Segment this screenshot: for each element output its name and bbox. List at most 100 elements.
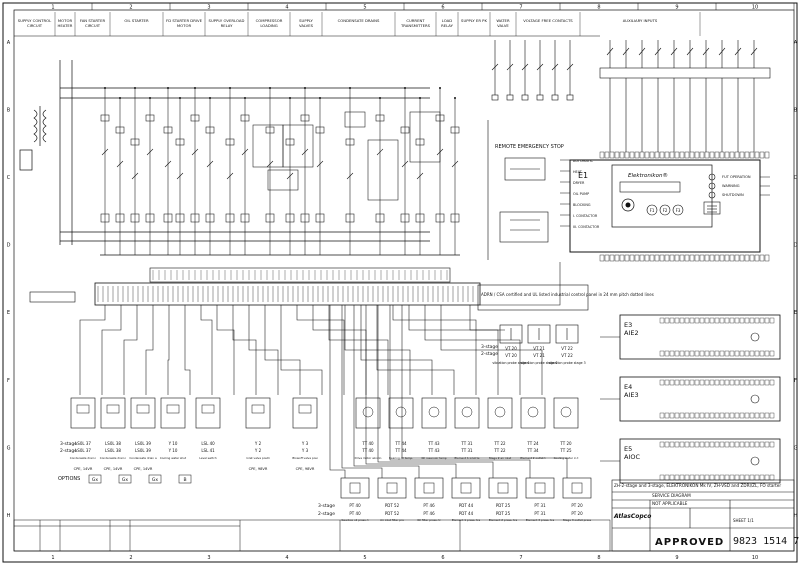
terminal <box>694 350 700 357</box>
terminal <box>754 350 760 357</box>
sensor-box <box>292 397 318 429</box>
field-wire <box>353 305 420 478</box>
terminal <box>709 474 715 481</box>
temperature-sensor-desc: Oil reservoir temp <box>421 456 447 460</box>
junction-dot <box>439 87 441 89</box>
field-wire <box>376 305 455 395</box>
terminal <box>659 474 665 481</box>
section-header-label: RELAY <box>441 23 454 28</box>
junction-dot <box>244 97 246 99</box>
junction-dot <box>179 97 181 99</box>
terminal <box>719 151 725 159</box>
sub-circuit-box <box>344 111 366 128</box>
contact <box>241 148 249 156</box>
pressure-sensor-tag: PDT 25 <box>496 503 511 508</box>
terminal <box>694 441 700 448</box>
row-marker: C <box>7 175 11 181</box>
terminal <box>724 412 730 419</box>
pressure-sensor-box <box>562 477 592 499</box>
aux-terminal-strip <box>599 67 771 79</box>
terminal <box>734 350 740 357</box>
relay-coil <box>265 213 275 223</box>
terminal <box>744 379 750 386</box>
relay-coil <box>205 213 215 223</box>
terminal <box>749 254 755 262</box>
terminal <box>629 254 635 262</box>
junction-dot <box>304 87 306 89</box>
temperature-sensor-desc: Drive motor windin <box>355 456 382 460</box>
sensor-group-label: CPE, 14VR <box>104 467 123 471</box>
column-marker: 5 <box>363 5 366 11</box>
terminal <box>754 379 760 386</box>
sensor-desc: Inlet valve positi <box>246 456 269 460</box>
field-wire <box>232 305 257 395</box>
pressure-sensor-box <box>451 477 481 499</box>
module-sub-label: AIE2 <box>624 329 639 337</box>
field-wire <box>216 305 235 395</box>
sensor-tag: LS0L 38 <box>105 448 121 453</box>
section-header-label: CONDENSATE DRAINS <box>338 18 380 23</box>
pressure-symbol <box>349 482 361 494</box>
revision-block <box>13 519 611 552</box>
temperature-sensor-desc: Element 1 inlet te <box>455 456 480 460</box>
junction-dot <box>209 97 211 99</box>
column-marker: 9 <box>675 5 678 11</box>
vfc-terminal <box>536 94 544 101</box>
pressure-sensor-box <box>340 477 370 499</box>
vfc-terminal <box>491 94 499 101</box>
vibration-probe-desc: vibration probe stage 2 <box>520 361 557 365</box>
pressure-sensor-tag: PDT 52 <box>385 503 400 508</box>
terminal <box>614 254 620 262</box>
section-header-label: LOAD <box>442 18 452 23</box>
terminal <box>724 317 730 324</box>
pressure-sensor-box <box>414 477 444 499</box>
terminal <box>719 412 725 419</box>
relay-coil <box>400 213 410 223</box>
pressure-sensor-tag: PT 40 <box>349 511 361 516</box>
temperature-symbol <box>494 406 506 418</box>
terminal <box>659 317 665 324</box>
terminal <box>754 317 760 324</box>
relay-coil <box>190 213 200 223</box>
terminal <box>709 151 715 159</box>
terminal <box>724 474 730 481</box>
terminal <box>769 474 775 481</box>
start-button <box>621 198 635 212</box>
terminal <box>699 379 705 386</box>
contact <box>191 148 199 156</box>
temperature-sensor-tag: TT 24 <box>526 441 539 446</box>
terminal <box>749 441 755 448</box>
emergency-stop-circuit <box>487 120 549 260</box>
junction-dot <box>229 87 231 89</box>
section-header-label: VOLTAGE FREE CONTACTS <box>523 18 573 23</box>
contact <box>116 160 124 168</box>
junction-dot <box>134 87 136 89</box>
terminal <box>649 151 655 159</box>
vibration-probe-desc: vibration probe stage 3 <box>548 361 585 365</box>
terminal <box>659 412 665 419</box>
sensor-box <box>130 397 156 429</box>
terminal <box>679 412 685 419</box>
stop-button <box>625 202 631 208</box>
junction-dot <box>379 97 381 99</box>
temperature-sensor-tag: TT 34 <box>526 448 539 453</box>
terminal <box>599 151 605 159</box>
column-marker: 10 <box>752 5 758 11</box>
row-marker: H <box>7 513 11 519</box>
terminal <box>644 254 650 262</box>
terminal <box>694 412 700 419</box>
sensor-symbol <box>201 404 215 414</box>
junction-dot <box>419 97 421 99</box>
pressure-sensor-tag: PT 46 <box>423 503 435 508</box>
relay-coil <box>190 114 200 122</box>
terminal <box>689 379 695 386</box>
terminal <box>674 379 680 386</box>
temperature-sensor-tag: TT 43 <box>427 441 440 446</box>
terminal <box>669 474 675 481</box>
row-marker: F <box>7 378 10 384</box>
temperature-sensor-box <box>421 397 447 429</box>
terminal <box>699 151 705 159</box>
